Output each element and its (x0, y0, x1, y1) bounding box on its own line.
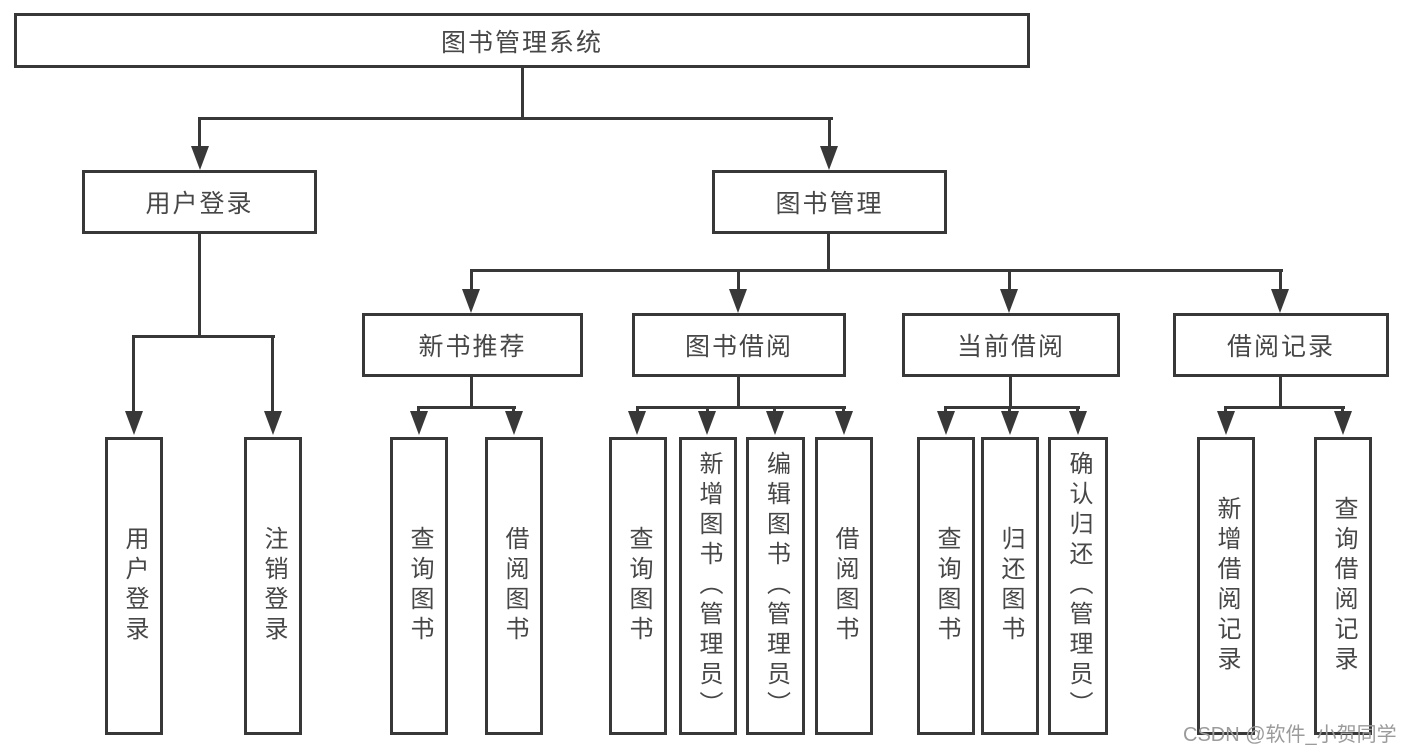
leaf-user-login: 用户登录 (105, 437, 163, 735)
arrow-down-icon (1271, 289, 1289, 313)
leaf-confirm-return-admin: 确认归还（管理员） (1048, 437, 1108, 735)
connector-line (198, 234, 201, 338)
leaf-logout-label: 注销登录 (260, 526, 287, 646)
connector-line (470, 269, 1283, 272)
arrow-down-icon (820, 146, 838, 170)
connector-line (132, 335, 135, 413)
leaf-edit-book-admin-label: 编辑图书（管理员） (762, 451, 790, 721)
connector-line (132, 335, 275, 338)
leaf-add-book-admin-label: 新增图书（管理员） (695, 451, 722, 721)
node-root: 图书管理系统 (14, 13, 1030, 68)
arrow-down-icon (766, 411, 784, 435)
connector-line (470, 269, 473, 295)
connector-line (1279, 377, 1282, 408)
node-root-label: 图书管理系统 (440, 28, 603, 57)
node-current-borrow: 当前借阅 (902, 313, 1120, 377)
arrow-down-icon (410, 411, 428, 435)
leaf-recommend-query-books: 查询图书 (390, 437, 448, 735)
node-book-management: 图书管理 (712, 170, 947, 234)
connector-line (1009, 377, 1012, 408)
leaf-add-book-admin: 新增图书（管理员） (679, 437, 737, 735)
leaf-current-query-books: 查询图书 (917, 437, 975, 735)
arrow-down-icon (505, 411, 523, 435)
node-book-borrow-label: 图书借阅 (684, 333, 793, 361)
leaf-logout: 注销登录 (244, 437, 302, 735)
node-new-book-recommend: 新书推荐 (362, 313, 583, 377)
node-borrow-records-label: 借阅记录 (1226, 333, 1335, 361)
leaf-borrow-books-label: 借阅图书 (831, 526, 858, 646)
leaf-borrow-query-books: 查询图书 (609, 437, 667, 735)
connector-line (828, 117, 831, 151)
arrow-down-icon (1000, 289, 1018, 313)
connector-line (521, 68, 524, 120)
leaf-return-books: 归还图书 (981, 437, 1039, 735)
node-user-login-label: 用户登录 (145, 190, 254, 218)
connector-line (1224, 406, 1227, 414)
leaf-recommend-borrow-books: 借阅图书 (485, 437, 543, 735)
leaf-recommend-query-books-label: 查询图书 (406, 526, 433, 646)
connector-line (944, 406, 1080, 409)
arrow-down-icon (1001, 411, 1019, 435)
connector-line (737, 269, 740, 295)
watermark: CSDN @软件_小贺同学 (1183, 724, 1397, 746)
connector-line (773, 406, 776, 414)
arrow-down-icon (628, 411, 646, 435)
connector-line (1076, 406, 1079, 414)
connector-line (827, 234, 830, 272)
connector-line (1279, 269, 1282, 295)
arrow-down-icon (191, 146, 209, 170)
arrow-down-icon (729, 289, 747, 313)
connector-line (417, 406, 420, 414)
node-user-login: 用户登录 (82, 170, 317, 234)
connector-line (842, 406, 845, 414)
connector-line (470, 377, 473, 408)
leaf-confirm-return-admin-label: 确认归还（管理员） (1065, 451, 1092, 721)
leaf-add-borrow-record-label: 新增借阅记录 (1213, 496, 1240, 676)
connector-line (417, 406, 516, 409)
node-current-borrow-label: 当前借阅 (956, 333, 1065, 361)
arrow-down-icon (835, 411, 853, 435)
connector-line (737, 377, 740, 408)
connector-line (1224, 406, 1345, 409)
leaf-edit-book-admin: 编辑图书（管理员） (746, 437, 805, 735)
node-book-borrow: 图书借阅 (632, 313, 846, 377)
leaf-query-borrow-record-label: 查询借阅记录 (1330, 496, 1357, 676)
connector-line (271, 335, 274, 413)
arrow-down-icon (1069, 411, 1087, 435)
connector-line (1008, 269, 1011, 295)
leaf-current-query-books-label: 查询图书 (933, 526, 960, 646)
arrow-down-icon (125, 411, 143, 435)
leaf-add-borrow-record: 新增借阅记录 (1197, 437, 1255, 735)
arrow-down-icon (937, 411, 955, 435)
leaf-return-books-label: 归还图书 (997, 526, 1024, 646)
node-new-book-recommend-label: 新书推荐 (418, 333, 527, 361)
connector-line (636, 406, 846, 409)
node-borrow-records: 借阅记录 (1173, 313, 1389, 377)
arrow-down-icon (1217, 411, 1235, 435)
connector-line (512, 406, 515, 414)
connector-line (198, 117, 833, 120)
connector-line (706, 406, 709, 414)
node-book-management-label: 图书管理 (775, 190, 884, 218)
connector-line (1008, 406, 1011, 414)
arrow-down-icon (264, 411, 282, 435)
leaf-borrow-books: 借阅图书 (815, 437, 873, 735)
connector-line (1341, 406, 1344, 414)
connector-line (636, 406, 639, 414)
leaf-query-borrow-record: 查询借阅记录 (1314, 437, 1372, 735)
arrow-down-icon (1334, 411, 1352, 435)
connector-line (944, 406, 947, 414)
leaf-user-login-label: 用户登录 (121, 526, 148, 646)
connector-line (198, 117, 201, 151)
leaf-recommend-borrow-books-label: 借阅图书 (501, 526, 528, 646)
arrow-down-icon (462, 289, 480, 313)
leaf-borrow-query-books-label: 查询图书 (625, 526, 652, 646)
arrow-down-icon (698, 411, 716, 435)
